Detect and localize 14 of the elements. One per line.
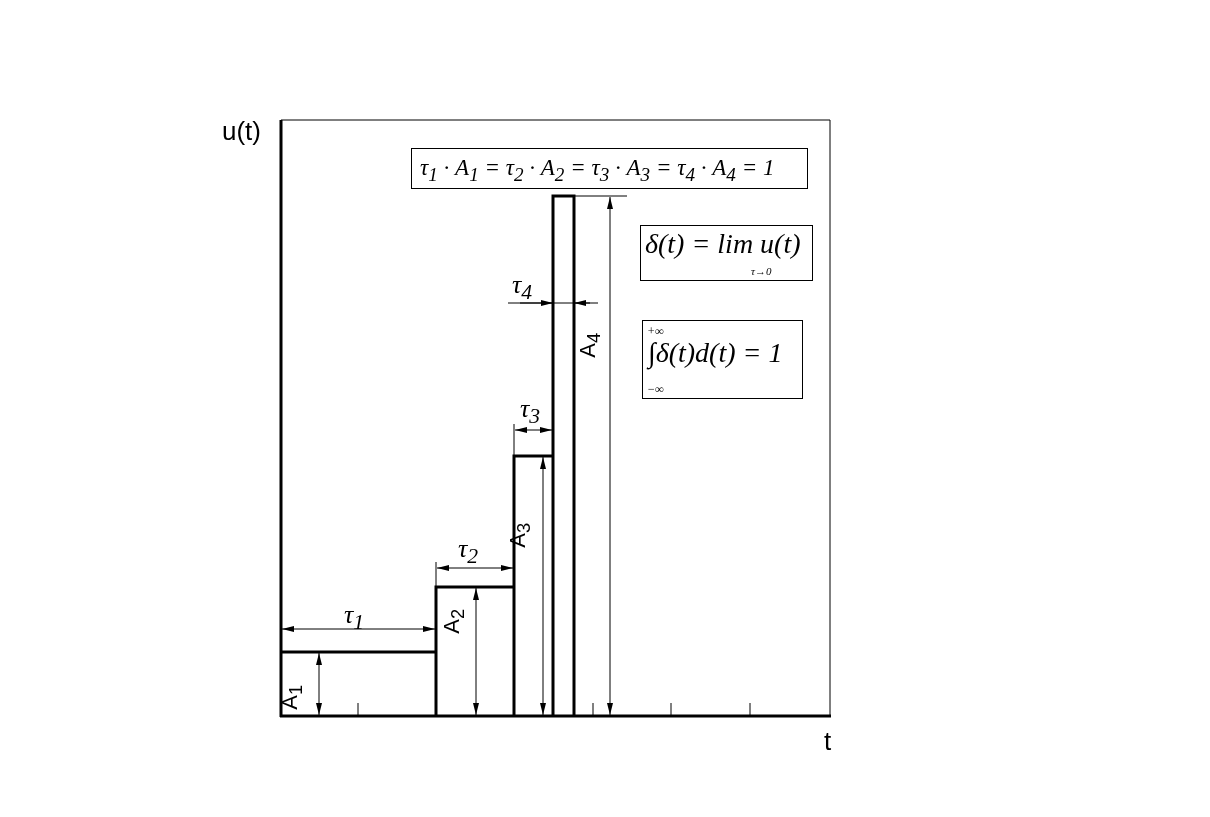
formula-text: τ$_{1}$ · A$_{1}$ = τ$_{2}$ · A$_{2}$ = τ$_{3}$ · A$_{3}$ = τ$_{4}$ · A$_{4}$ = 1 <box>420 156 775 184</box>
axis-label: u(t) <box>222 118 261 144</box>
dimension-label: τ$_{4}$ <box>512 272 533 304</box>
dimension-label: τ$_{2}$ <box>458 536 479 568</box>
integral-limit: +∞ <box>647 325 664 337</box>
formula-text: δ(t) = lim u(t) <box>645 230 801 258</box>
formula-box <box>642 320 803 399</box>
integral-limit: −∞ <box>647 383 664 395</box>
formula-box <box>411 148 808 189</box>
dimension-label: τ$_{3}$ <box>520 396 541 428</box>
axis-label: t <box>824 728 832 754</box>
dimension-label: τ$_{1}$ <box>344 602 365 634</box>
formula-box <box>640 225 813 281</box>
limit-subscript: τ→0 <box>751 266 772 277</box>
